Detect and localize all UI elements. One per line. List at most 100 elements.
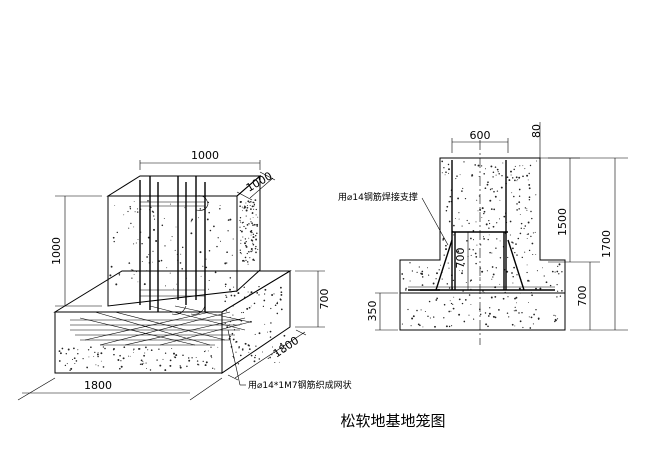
speckle	[495, 247, 497, 249]
speckle	[502, 162, 504, 164]
speckle	[59, 352, 62, 355]
speckle	[493, 208, 496, 211]
speckle	[428, 300, 431, 303]
speckle	[466, 240, 468, 242]
speckle	[176, 283, 177, 285]
speckle	[245, 202, 247, 204]
speckle	[97, 352, 99, 354]
speckle	[252, 258, 255, 261]
speckle	[195, 357, 197, 359]
speckle	[248, 351, 250, 353]
dim-inner-height: 700	[454, 248, 467, 269]
speckle	[252, 233, 255, 236]
speckle	[556, 290, 559, 292]
speckle	[217, 346, 219, 348]
speckle	[445, 244, 447, 247]
speckle	[503, 215, 506, 218]
speckle	[238, 346, 240, 348]
speckle	[262, 351, 263, 353]
speckle	[171, 348, 173, 349]
dim-column-height: 1000	[50, 237, 63, 265]
speckle	[543, 275, 545, 277]
speckle	[532, 253, 534, 256]
speckle	[245, 259, 247, 262]
isometric-view: 1000 1000 1000 700 1800 1800 用⌀14*1M7钢筋织…	[17, 149, 352, 401]
speckle	[528, 172, 530, 175]
speckle	[519, 213, 521, 215]
speckle	[452, 279, 455, 282]
speckle	[128, 262, 131, 264]
speckle	[244, 242, 246, 245]
speckle	[511, 272, 513, 274]
speckle	[488, 219, 490, 222]
speckle	[545, 281, 548, 284]
speckle	[147, 349, 149, 351]
speckle	[239, 205, 241, 207]
speckle	[253, 360, 256, 363]
dim-base-depth: 1800	[271, 334, 301, 360]
speckle	[118, 273, 121, 275]
speckle	[520, 227, 522, 229]
speckle	[133, 349, 134, 351]
speckle	[171, 236, 173, 238]
speckle	[280, 308, 283, 311]
speckle	[133, 226, 135, 228]
speckle	[231, 332, 234, 335]
speckle	[453, 296, 455, 298]
speckle	[514, 297, 516, 300]
speckle	[184, 207, 186, 209]
speckle	[283, 334, 286, 337]
speckle	[143, 362, 145, 364]
speckle	[448, 267, 450, 269]
speckle	[160, 259, 163, 262]
speckle	[241, 222, 244, 224]
speckle	[279, 298, 282, 300]
speckle	[252, 250, 254, 252]
speckle	[524, 168, 526, 170]
speckle	[225, 294, 227, 296]
speckle	[452, 307, 455, 310]
speckle	[526, 208, 528, 210]
speckle	[219, 205, 221, 207]
speckle	[492, 171, 495, 173]
speckle	[133, 352, 135, 353]
speckle	[136, 211, 139, 213]
speckle	[210, 346, 212, 348]
speckle	[216, 245, 218, 248]
speckle	[461, 270, 464, 272]
speckle	[528, 249, 531, 252]
speckle	[243, 286, 245, 288]
speckle	[169, 272, 171, 274]
speckle	[239, 230, 241, 232]
speckle	[256, 232, 258, 235]
speckle	[489, 199, 492, 202]
speckle	[488, 227, 490, 229]
speckle	[457, 197, 460, 200]
speckle	[539, 287, 542, 290]
speckle	[518, 201, 521, 204]
speckle	[70, 367, 73, 370]
speckle	[241, 348, 244, 351]
speckle	[243, 296, 246, 299]
speckle	[127, 210, 129, 213]
speckle	[148, 254, 150, 256]
speckle	[463, 320, 466, 323]
speckle	[542, 267, 543, 269]
speckle	[448, 310, 451, 313]
speckle	[507, 256, 509, 259]
speckle	[82, 358, 84, 360]
speckle	[409, 280, 411, 282]
dim-column-width: 600	[470, 129, 491, 142]
speckle	[494, 195, 497, 198]
speckle	[513, 266, 515, 269]
speckle	[478, 176, 480, 178]
speckle	[528, 198, 531, 201]
speckle	[417, 323, 420, 326]
speckle	[459, 269, 460, 271]
speckle	[476, 244, 478, 246]
speckle	[191, 218, 194, 221]
speckle	[169, 364, 171, 366]
speckle	[481, 271, 483, 273]
mesh-leader	[227, 329, 241, 386]
speckle	[527, 233, 530, 235]
